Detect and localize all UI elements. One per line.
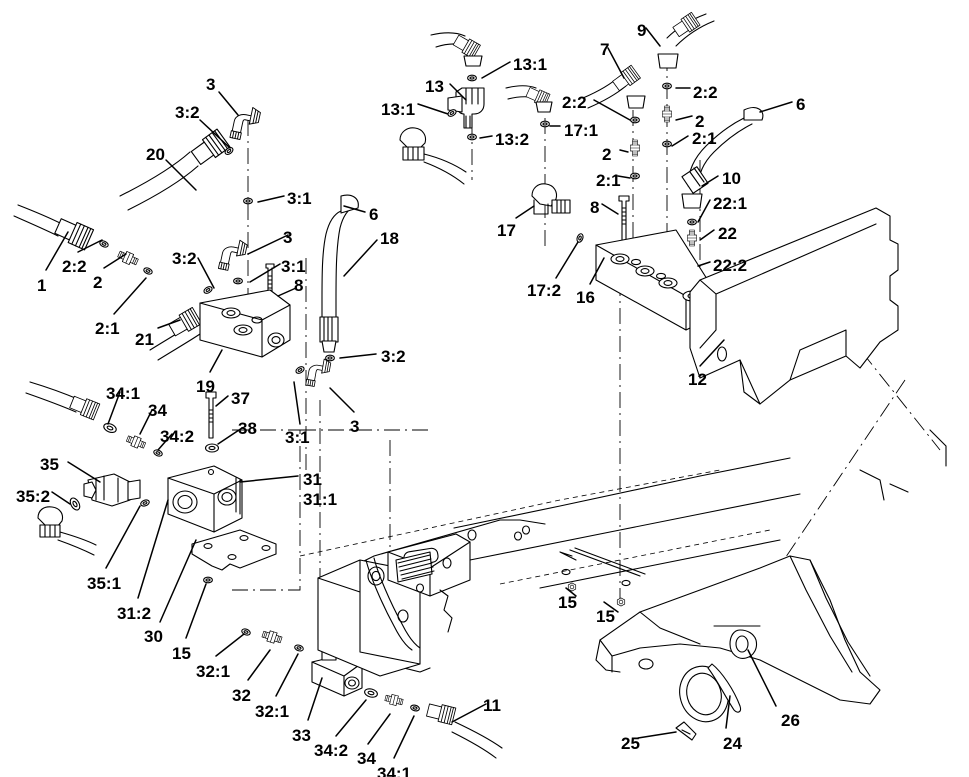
part-callout-10: 10: [722, 169, 741, 188]
part-callout-26: 26: [781, 711, 800, 730]
part-callout-33: 33: [292, 726, 311, 745]
machine-frame: [299, 207, 947, 741]
part-callout-2-2: 2:2: [562, 93, 587, 112]
part-callout-15: 15: [558, 593, 577, 612]
part-callout-18: 18: [380, 229, 399, 248]
part-callout-37: 37: [231, 389, 250, 408]
part-callout-19: 19: [196, 377, 215, 396]
part-callout-31-2: 31:2: [117, 604, 152, 623]
part-callout-3: 3: [350, 417, 360, 436]
part-callout-35-2: 35:2: [16, 487, 51, 506]
part-callout-2-1: 2:1: [95, 319, 120, 338]
part-callout-31-1: 31:1: [303, 490, 338, 509]
part-callout-32-1: 32:1: [255, 702, 290, 721]
part-callout-34-2: 34:2: [160, 427, 195, 446]
part-callout-24: 24: [723, 734, 742, 753]
part-callout-6: 6: [369, 205, 379, 224]
part-callout-34-1: 34:1: [106, 384, 141, 403]
part-callout-2-1: 2:1: [596, 171, 621, 190]
fitting-left-35-2: [37, 506, 97, 556]
part-callout-31: 31: [303, 470, 322, 489]
assembly-13-17: [399, 32, 585, 244]
part-callout-21: 21: [135, 330, 154, 349]
fitting-left-of-13: [399, 127, 467, 185]
part-callout-3-2: 3:2: [381, 347, 406, 366]
part-callout-13: 13: [425, 77, 444, 96]
part-callout-35: 35: [40, 455, 59, 474]
hose-6-right: [681, 107, 764, 194]
part-callout-13-1: 13:1: [513, 55, 548, 74]
part-callout-3-2: 3:2: [172, 249, 197, 268]
part-callout-3-1: 3:1: [285, 428, 310, 447]
part-callout-6: 6: [796, 95, 806, 114]
part-callout-17-1: 17:1: [564, 121, 599, 140]
part-callout-7: 7: [600, 40, 610, 59]
part-callout-12: 12: [688, 370, 707, 389]
hose-6-18: [319, 194, 359, 353]
bolt-25: [675, 721, 697, 741]
part-callout-30: 30: [144, 627, 163, 646]
part-callout-25: 25: [621, 734, 640, 753]
part-callout-32-1: 32:1: [196, 662, 231, 681]
part-callout-11: 11: [483, 696, 501, 715]
part-callout-3: 3: [283, 228, 293, 247]
part-callout-15: 15: [172, 644, 191, 663]
part-callout-9: 9: [637, 21, 647, 40]
part-callout-22-1: 22:1: [713, 194, 748, 213]
part-callout-32: 32: [232, 686, 251, 705]
part-callout-34: 34: [148, 401, 167, 420]
part-callout-34-2: 34:2: [314, 741, 349, 760]
part-callout-3-1: 3:1: [281, 257, 306, 276]
part-callout-2-1: 2:1: [692, 129, 717, 148]
part-callout-22-2: 22:2: [713, 256, 748, 275]
bracket-30: [191, 529, 277, 571]
part-callout-17-2: 17:2: [527, 281, 562, 300]
part-callout-2-2: 2:2: [62, 257, 87, 276]
frame-phantom-outline: [232, 429, 430, 591]
part-callout-34-1: 34:1: [377, 764, 412, 777]
part-callout-20: 20: [146, 145, 165, 164]
part-callout-22: 22: [718, 224, 737, 243]
part-callout-2: 2: [93, 273, 103, 292]
part-callout-2: 2: [695, 112, 705, 131]
part-callout-13-2: 13:2: [495, 130, 530, 149]
part-callout-38: 38: [238, 419, 257, 438]
part-callout-17: 17: [497, 221, 516, 240]
part-callout-16: 16: [576, 288, 595, 307]
part-callout-13-1: 13:1: [381, 100, 416, 119]
assembly-upper-left: [13, 103, 359, 389]
part-callout-15: 15: [596, 607, 615, 626]
valve-block-31: [167, 465, 243, 533]
part-callout-3-2: 3:2: [175, 103, 200, 122]
part-callout-8: 8: [294, 276, 304, 295]
part-callout-1: 1: [37, 276, 47, 295]
manifold-block-16: [595, 229, 715, 331]
manifold-block-19: [199, 289, 291, 358]
part-callout-34: 34: [357, 749, 376, 768]
part-callout-3-1: 3:1: [287, 189, 312, 208]
fitting-13: [447, 87, 485, 129]
part-callout-35-1: 35:1: [87, 574, 122, 593]
centerlines: [247, 55, 941, 652]
part-callout-2-2: 2:2: [693, 83, 718, 102]
arm-26: [713, 625, 761, 659]
leader-lines: [45, 27, 793, 759]
part-callout-8: 8: [590, 198, 600, 217]
clamp-24: [679, 663, 742, 723]
fitting-17: [531, 183, 571, 215]
part-callout-2: 2: [602, 145, 612, 164]
part-callout-3: 3: [206, 75, 216, 94]
fitting-35: [83, 473, 141, 507]
frame-upright: [689, 207, 899, 405]
